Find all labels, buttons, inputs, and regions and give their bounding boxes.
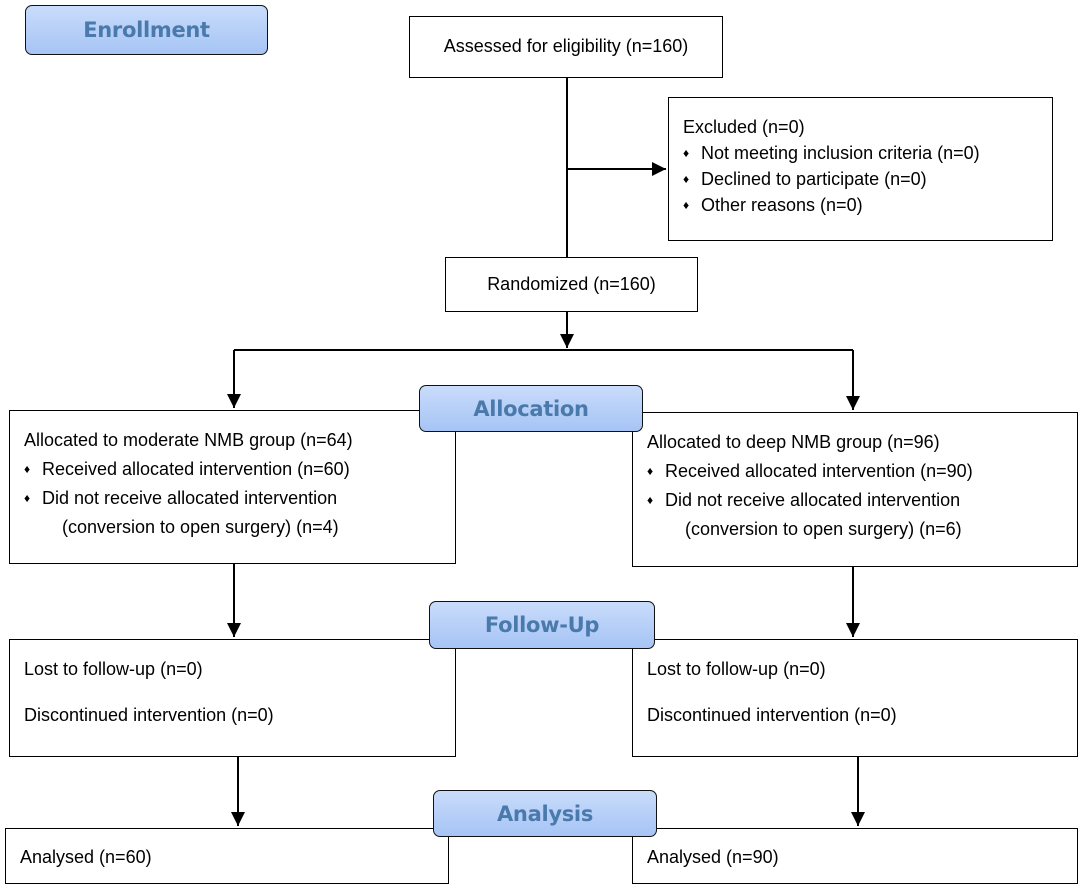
allocation-left-box: Allocated to moderate NMB group (n=64) ♦… — [9, 410, 456, 564]
randomized-text: Randomized (n=160) — [487, 274, 656, 294]
assessed-box: Assessed for eligibility (n=160) — [409, 16, 723, 78]
allocation-right-box: Allocated to deep NMB group (n=96) ♦ Rece… — [632, 412, 1078, 567]
stage-analysis: Analysis — [433, 790, 657, 837]
assessed-text: Assessed for eligibility (n=160) — [443, 36, 689, 56]
bullet-icon: ♦ — [24, 491, 31, 505]
followup-right-box: Lost to follow-up (n=0) Discontinued int… — [632, 639, 1078, 757]
allocation-right-title: Allocated to deep NMB group (n=96) — [647, 432, 940, 452]
excluded-item-label: Declined to participate (n=0) — [701, 169, 927, 189]
allocation-right-reason: (conversion to open surgery) (n=6) — [685, 519, 962, 539]
stage-enrollment: Enrollment — [25, 5, 268, 55]
followup-right-lost: Lost to follow-up (n=0) — [647, 659, 826, 679]
bullet-icon: ♦ — [24, 462, 31, 476]
bullet-icon: ♦ — [683, 198, 690, 212]
allocation-left-title: Allocated to moderate NMB group (n=64) — [24, 430, 353, 450]
allocation-left-not-received: ♦ Did not receive allocated intervention — [24, 488, 337, 509]
followup-left-box: Lost to follow-up (n=0) Discontinued int… — [9, 639, 456, 757]
bullet-icon: ♦ — [683, 172, 690, 186]
followup-left-discontinued: Discontinued intervention (n=0) — [24, 705, 274, 725]
analysis-right-box: Analysed (n=90) — [632, 828, 1078, 884]
followup-right-discontinued: Discontinued intervention (n=0) — [647, 705, 897, 725]
excluded-item-label: Other reasons (n=0) — [701, 195, 863, 215]
not-received-label: Did not receive allocated intervention — [665, 490, 961, 510]
not-received-label: Did not receive allocated intervention — [42, 488, 338, 508]
excluded-item-label: Not meeting inclusion criteria (n=0) — [701, 143, 980, 163]
excluded-item: ♦ Declined to participate (n=0) — [683, 169, 927, 190]
analysis-left-text: Analysed (n=60) — [20, 847, 152, 867]
allocation-left-received: ♦ Received allocated intervention (n=60) — [24, 459, 350, 480]
analysis-right-text: Analysed (n=90) — [647, 847, 779, 867]
bullet-icon: ♦ — [683, 146, 690, 160]
bullet-icon: ♦ — [647, 464, 654, 478]
excluded-item: ♦ Not meeting inclusion criteria (n=0) — [683, 143, 980, 164]
excluded-title: Excluded (n=0) — [683, 117, 805, 137]
allocation-right-not-received: ♦ Did not receive allocated intervention — [647, 490, 960, 511]
randomized-box: Randomized (n=160) — [445, 257, 698, 312]
received-label: Received allocated intervention (n=90) — [665, 461, 973, 481]
allocation-left-reason: (conversion to open surgery) (n=4) — [62, 517, 339, 537]
excluded-item: ♦ Other reasons (n=0) — [683, 195, 863, 216]
bullet-icon: ♦ — [647, 493, 654, 507]
analysis-left-box: Analysed (n=60) — [5, 828, 449, 884]
stage-allocation: Allocation — [419, 385, 643, 432]
allocation-right-received: ♦ Received allocated intervention (n=90) — [647, 461, 973, 482]
followup-left-lost: Lost to follow-up (n=0) — [24, 659, 203, 679]
excluded-box: Excluded (n=0) ♦ Not meeting inclusion cr… — [668, 97, 1053, 241]
received-label: Received allocated intervention (n=60) — [42, 459, 350, 479]
stage-follow-up: Follow-Up — [429, 601, 655, 649]
